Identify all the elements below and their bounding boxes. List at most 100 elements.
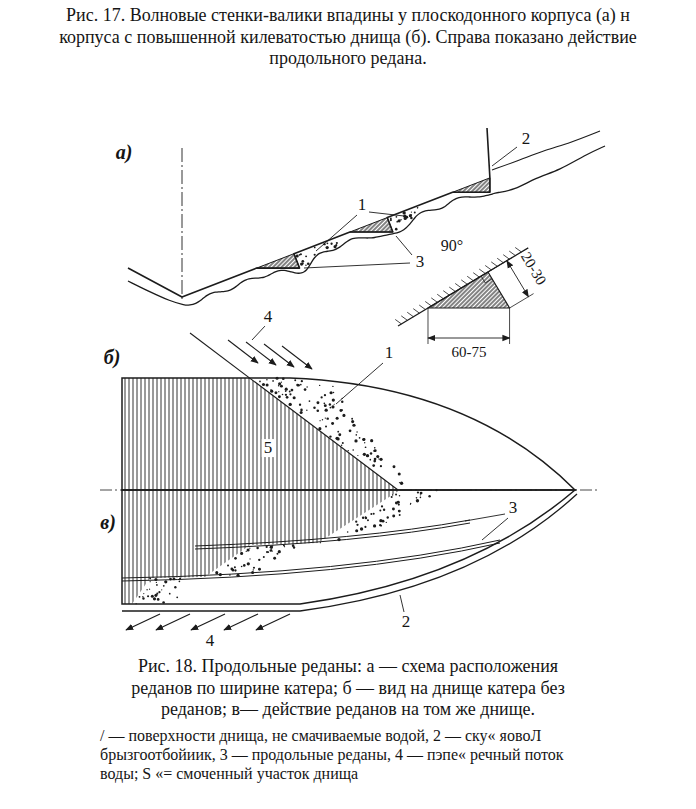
spray-dot <box>285 390 287 392</box>
spray-dot <box>285 388 288 391</box>
flow-arrow <box>126 614 160 630</box>
spray-dot <box>282 394 284 396</box>
spray-dot <box>325 408 328 411</box>
leader-line <box>316 215 357 251</box>
spray-dot <box>164 580 167 583</box>
spray-dot <box>341 409 343 411</box>
spray-dot <box>326 417 328 419</box>
spray-dot <box>414 212 416 214</box>
hull-hatch <box>515 247 521 252</box>
spray-dot <box>392 514 395 517</box>
hull-line <box>398 248 528 326</box>
spray-dot <box>347 531 349 533</box>
step-section <box>453 178 490 192</box>
leader-line <box>492 147 517 166</box>
leader-line <box>400 595 404 612</box>
spray-dot <box>300 253 302 255</box>
spray-dots <box>136 578 182 605</box>
hull-outline <box>122 490 575 604</box>
spray-dots <box>296 242 338 266</box>
spray-dot <box>380 525 382 527</box>
leader-line <box>465 514 505 521</box>
dimension-line <box>428 338 510 339</box>
extension-line <box>509 308 510 344</box>
spray-dot <box>379 524 381 526</box>
hull-hatch <box>479 269 485 274</box>
spray-dot <box>359 437 361 439</box>
spray-dot <box>348 450 349 451</box>
hull-hatch <box>431 298 437 303</box>
spray-dot <box>273 557 276 560</box>
spray-dot <box>374 447 376 449</box>
spray-dot <box>300 409 303 412</box>
flow-arrow <box>256 614 290 630</box>
spray-dot <box>272 380 274 382</box>
spray-dot <box>306 409 307 410</box>
hull-hatch <box>401 316 407 321</box>
spray-dot <box>230 568 233 571</box>
spray-dot <box>417 207 419 209</box>
spray-dot <box>364 526 366 528</box>
spray-dot <box>355 529 358 532</box>
spray-dot <box>333 245 336 248</box>
spray-dot <box>374 449 377 452</box>
angle-label: 90° <box>439 238 465 255</box>
spray-dot <box>399 482 400 483</box>
spray-dot <box>169 593 171 595</box>
flow-arrow <box>228 340 258 363</box>
hull-hatch <box>443 291 449 296</box>
spray-dot <box>398 510 401 513</box>
spray-dot <box>154 594 157 597</box>
step-section <box>350 218 393 232</box>
callout-number: 1 <box>383 344 396 362</box>
step-detail <box>395 247 533 344</box>
spray-dot <box>234 566 236 568</box>
spray-dot <box>300 262 303 265</box>
spray-dot <box>289 393 291 395</box>
spray-dot <box>324 404 327 407</box>
spray-dot <box>402 211 405 214</box>
spray-dot <box>142 596 143 597</box>
spray-dot <box>373 450 375 452</box>
spray-dot <box>153 597 156 600</box>
spray-dot <box>379 458 382 461</box>
spray-dot <box>379 519 382 522</box>
spray-dot <box>294 379 296 381</box>
figure-letter: б) <box>102 347 123 368</box>
spray-dot <box>356 431 357 432</box>
center-line <box>182 148 183 302</box>
wetted-area <box>122 490 400 604</box>
spray-dot <box>306 386 308 388</box>
spray-dot <box>262 383 265 386</box>
leader-line <box>396 236 412 255</box>
spray-dot <box>263 556 265 558</box>
flow-arrow <box>191 614 225 630</box>
spray-dot <box>333 392 335 394</box>
spray-dot <box>149 589 150 590</box>
spray-dot <box>381 505 383 507</box>
spray-dot <box>249 548 250 549</box>
step-section <box>257 254 300 268</box>
spray-dot <box>282 377 285 380</box>
spray-dot <box>399 514 401 516</box>
callout-number: 5 <box>262 439 275 457</box>
spray-dot <box>373 460 376 463</box>
hull-hatch <box>473 273 479 278</box>
spray-dot <box>321 396 323 398</box>
spray-dot <box>139 596 141 598</box>
spray-dot <box>410 217 413 220</box>
spray-dot <box>280 385 283 388</box>
extension-line <box>488 258 512 272</box>
spray-dot <box>354 439 357 442</box>
spray-dot <box>399 495 400 496</box>
wave-crest <box>492 131 600 170</box>
spray-dot <box>337 431 339 433</box>
spray-dot <box>400 219 401 220</box>
spray-dot <box>379 510 381 512</box>
spray-dot <box>342 414 345 417</box>
spray-dot <box>386 522 387 523</box>
legend-note: / — поверхности днища, не смачиваемые во… <box>100 726 590 784</box>
callout-number: 3 <box>507 499 520 517</box>
spray-dot <box>305 255 307 257</box>
